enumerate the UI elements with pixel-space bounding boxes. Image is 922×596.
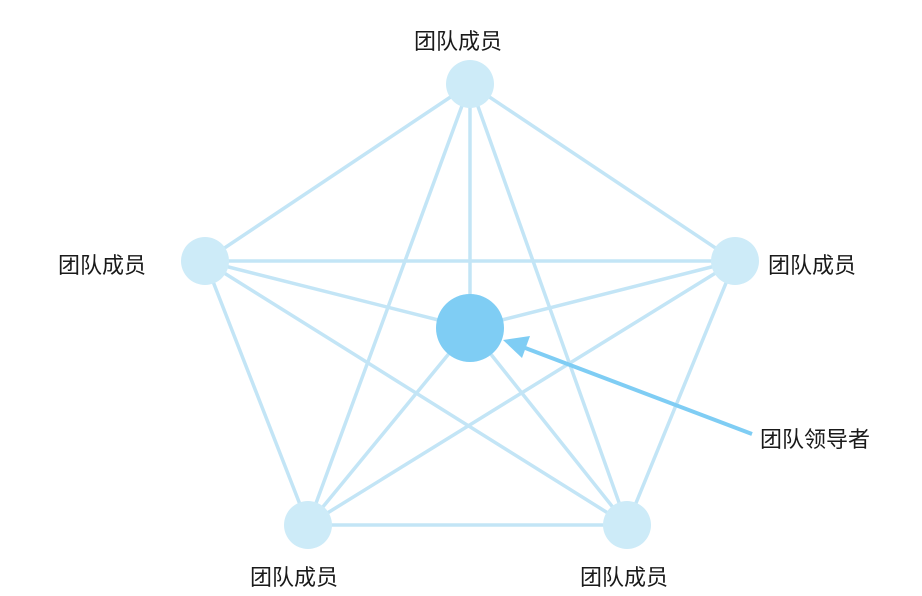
leader-edge xyxy=(469,259,736,330)
leader-node xyxy=(436,294,504,362)
member-edge xyxy=(203,260,310,526)
member-label-top: 团队成员 xyxy=(414,30,503,55)
member-node-left xyxy=(181,237,229,285)
member-label-left: 团队成员 xyxy=(58,254,147,279)
member-node-bottom-right xyxy=(603,501,651,549)
member-edge xyxy=(625,260,737,526)
leader-edge xyxy=(306,326,472,527)
leader-arrow-head xyxy=(503,336,530,358)
member-edge xyxy=(469,82,736,263)
member-edge xyxy=(306,83,472,526)
member-node-right xyxy=(711,237,759,285)
member-label-bottom-left: 团队成员 xyxy=(250,566,339,591)
leader-label: 团队领导者 xyxy=(760,428,871,453)
member-label-bottom-right: 团队成员 xyxy=(580,566,669,591)
leader-arrow-line xyxy=(519,344,753,436)
leader-edge xyxy=(204,259,471,330)
member-node-top xyxy=(446,60,494,108)
member-label-right: 团队成员 xyxy=(768,254,857,279)
member-edge xyxy=(204,82,471,263)
member-edge xyxy=(468,83,629,526)
leader-edge xyxy=(468,326,629,527)
member-node-bottom-left xyxy=(284,501,332,549)
